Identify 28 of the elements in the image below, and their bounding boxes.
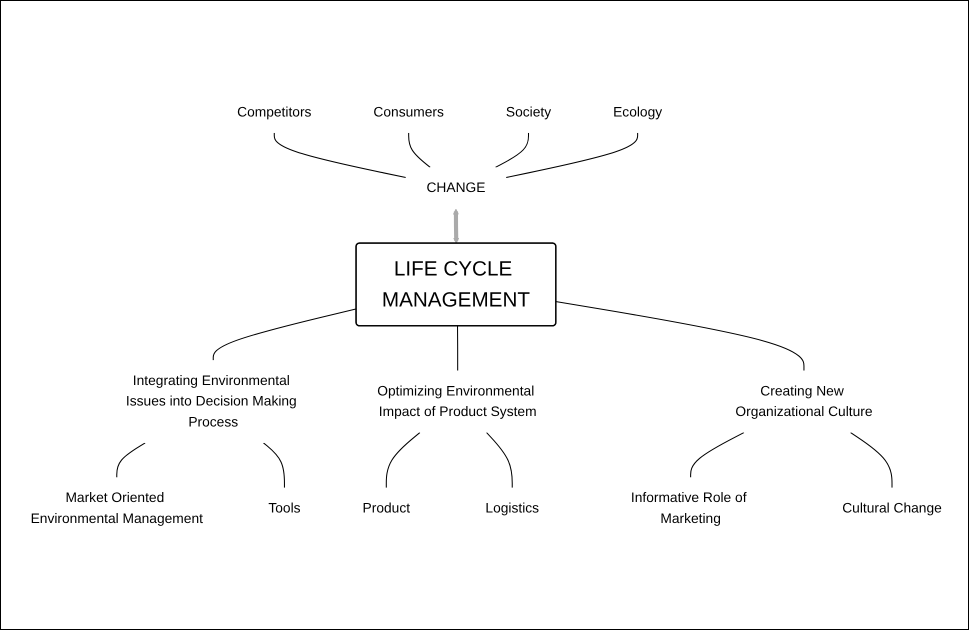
node-text: Optimizing Environmental Impact of Product System xyxy=(377,383,537,420)
connector xyxy=(263,442,285,488)
connector xyxy=(690,432,744,477)
node-text: Tools xyxy=(268,500,301,516)
connector xyxy=(486,432,513,488)
node-text: Market Oriented Environmental Management xyxy=(30,490,203,526)
connector xyxy=(850,432,893,488)
node-text: Product xyxy=(362,500,410,516)
node-text: Consumers xyxy=(373,104,444,120)
node-text: Society xyxy=(506,104,552,120)
node-text: Integrating Environmental Issues into Decision Making Process xyxy=(126,372,297,430)
connector xyxy=(506,132,638,178)
connector xyxy=(408,132,430,168)
connector xyxy=(495,132,530,168)
connector xyxy=(212,308,356,360)
node-text: Ecology xyxy=(613,104,662,120)
connector xyxy=(116,442,146,477)
node-text: CHANGE xyxy=(426,180,486,196)
node-text: Informative Role of Marketing xyxy=(630,490,747,526)
node-text: Competitors xyxy=(237,104,312,120)
node-text: Cultural Change xyxy=(842,500,942,516)
arrow xyxy=(452,208,460,244)
node-text: Logistics xyxy=(485,500,540,516)
connector xyxy=(274,132,406,178)
connector xyxy=(386,432,420,488)
connector xyxy=(556,300,804,370)
connector xyxy=(457,326,458,370)
node-text: Creating New Organizational Culture xyxy=(735,383,873,420)
